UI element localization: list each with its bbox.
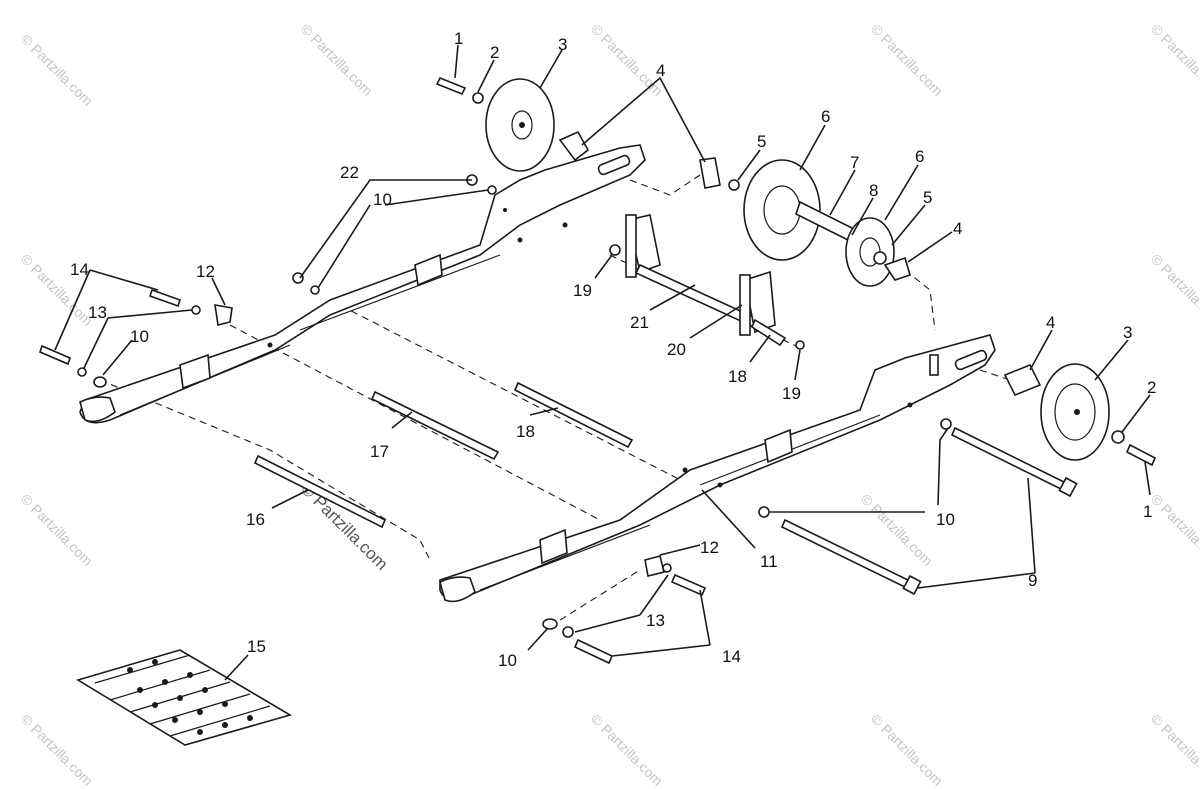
long-bolts <box>780 426 1078 596</box>
callout-7: 7 <box>850 153 859 172</box>
callout-12: 12 <box>700 538 719 557</box>
watermark: © Partzilla.com <box>298 21 376 99</box>
watermark: © Partzilla.com <box>1148 711 1200 789</box>
callout-14: 14 <box>70 260 89 279</box>
assembly-guides <box>99 174 1011 621</box>
watermark: © Partzilla.com <box>18 711 96 789</box>
watermark: © Partzilla.com <box>18 491 96 569</box>
callout-15: 15 <box>247 637 266 656</box>
watermark: © Partzilla.com <box>588 711 666 789</box>
cross-shafts <box>253 381 634 529</box>
callout-12: 12 <box>196 262 215 281</box>
callout-2: 2 <box>1147 378 1156 397</box>
callout-6: 6 <box>915 147 924 166</box>
callout-10: 10 <box>130 327 149 346</box>
wheel-assembly-upper <box>743 159 911 287</box>
leader-lines <box>54 44 1151 681</box>
callout-10: 10 <box>498 651 517 670</box>
callout-4: 4 <box>953 219 962 238</box>
watermark: © Partzilla.com <box>1148 491 1200 569</box>
center-slide-assembly <box>625 214 787 347</box>
watermark: © Partzilla.com <box>868 21 946 99</box>
watermark: © Partzilla.com <box>588 21 666 99</box>
watermark: © Partzilla.com <box>297 479 391 573</box>
watermark: © Partzilla.com <box>18 31 96 109</box>
callout-10: 10 <box>373 190 392 209</box>
watermark: © Partzilla.com <box>1148 21 1200 99</box>
callout-9: 9 <box>1028 571 1037 590</box>
callout-21: 21 <box>630 313 649 332</box>
callout-8: 8 <box>869 181 878 200</box>
callout-19: 19 <box>782 384 801 403</box>
watermark: © Partzilla.com <box>858 491 936 569</box>
callout-18: 18 <box>728 367 747 386</box>
callout-13: 13 <box>88 303 107 322</box>
callout-19: 19 <box>573 281 592 300</box>
lower-rail <box>439 334 996 603</box>
callout-16: 16 <box>246 510 265 529</box>
callout-1: 1 <box>454 29 463 48</box>
callout-10: 10 <box>936 510 955 529</box>
callout-labels: 1 2 3 4 5 6 7 8 6 5 4 22 10 14 12 13 10 … <box>70 29 1156 670</box>
upper-rail <box>79 144 646 424</box>
callout-2: 2 <box>490 43 499 62</box>
fasteners <box>39 174 952 665</box>
callout-5: 5 <box>757 132 766 151</box>
callout-22: 22 <box>340 163 359 182</box>
callout-1: 1 <box>1143 502 1152 521</box>
right-wheel <box>1003 363 1157 467</box>
callout-17: 17 <box>370 442 389 461</box>
callout-20: 20 <box>667 340 686 359</box>
callout-4: 4 <box>656 61 665 80</box>
callout-3: 3 <box>1123 323 1132 342</box>
callout-18: 18 <box>516 422 535 441</box>
top-wheel <box>435 76 740 191</box>
callout-11: 11 <box>760 552 778 571</box>
watermark: © Partzilla.com <box>1148 251 1200 329</box>
callout-14: 14 <box>722 647 741 666</box>
callout-5: 5 <box>923 188 932 207</box>
callout-3: 3 <box>558 35 567 54</box>
callout-6: 6 <box>821 107 830 126</box>
wear-strip <box>76 649 293 746</box>
callout-4: 4 <box>1046 313 1055 332</box>
callout-13: 13 <box>646 611 665 630</box>
watermark: © Partzilla.com <box>868 711 946 789</box>
